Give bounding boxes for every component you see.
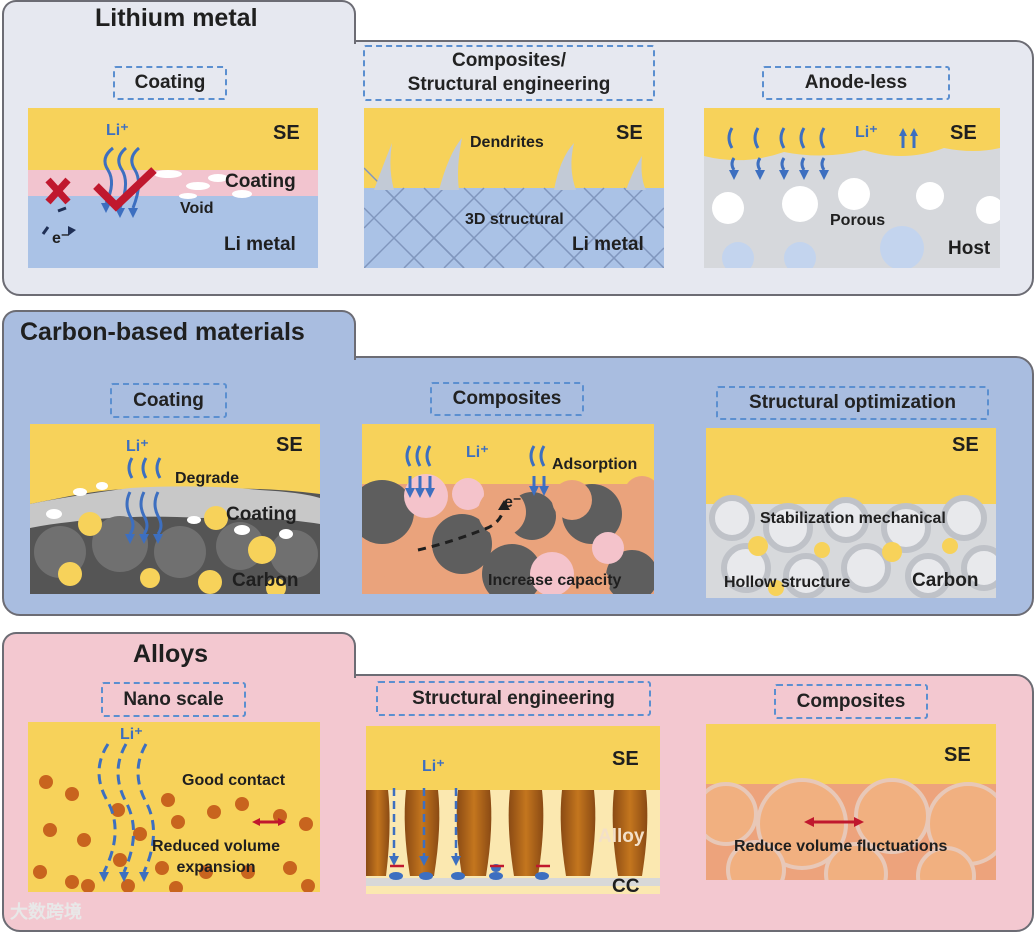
carbon-label: Carbon [912, 570, 979, 591]
li-metal-label: Li metal [572, 234, 644, 255]
se-label: SE [616, 122, 643, 144]
carbon-composite-panel: Li⁺ Adsorption e⁻ Increase capacity [362, 424, 654, 594]
section-title: Alloys [133, 640, 209, 668]
se-label: SE [612, 748, 639, 770]
section-carbon-tab [2, 310, 356, 360]
section-title: Carbon-based materials [20, 318, 305, 346]
panel-label: Nano scale [101, 682, 246, 717]
reduced-label: Reduced volume expansion [152, 838, 281, 876]
panel-label: Composites [430, 382, 584, 416]
se-label: SE [276, 434, 303, 456]
li-coating-panel: Li⁺ SE Coating Void e⁻ Li metal [28, 108, 318, 268]
coating-label: Coating [225, 171, 296, 192]
li-metal-label: Li metal [224, 234, 296, 255]
alloy-composite-panel: SE Reduce volume fluctuations [706, 724, 996, 880]
section-lithium-tab [2, 0, 356, 44]
alloy-label: Alloy [598, 826, 645, 847]
stabilization-label: Stabilization mechanical [760, 510, 946, 527]
alloy-nano-panel: Li⁺ Good contact Reduced volume expansio… [28, 722, 320, 892]
li-ion-label: Li⁺ [855, 124, 878, 141]
se-label: SE [952, 434, 979, 456]
se-label: SE [950, 122, 977, 144]
porous-label: Porous [830, 212, 886, 229]
carbon-label: Carbon [232, 570, 299, 591]
contact-label: Good contact [182, 772, 286, 789]
electron-label: e⁻ [52, 230, 70, 247]
panel-label: Structural optimization [716, 386, 989, 420]
panel-label: Coating [113, 66, 227, 100]
panel-label: Anode-less [762, 66, 950, 100]
coating-label: Coating [226, 504, 297, 525]
capacity-label: Increase capacity [488, 572, 622, 589]
li-ion-label: Li⁺ [422, 758, 445, 775]
host-label: Host [948, 238, 991, 259]
void-label: Void [180, 200, 214, 217]
panel-label: Coating [110, 383, 227, 418]
watermark: 大数跨境 [10, 902, 82, 922]
panel-label: Structural engineering [376, 681, 651, 716]
li-composite-panel: Dendrites SE 3D structural Li metal [364, 108, 664, 268]
hollow-label: Hollow structure [724, 574, 851, 591]
carbon-structural-panel: SE Stabilization mechanical Hollow struc… [706, 428, 996, 598]
adsorption-label: Adsorption [552, 456, 638, 473]
fluct-label: Reduce volume fluctuations [734, 838, 948, 855]
alloy-structural-panel: Li⁺ SE Alloy CC [366, 726, 660, 894]
se-label: SE [944, 744, 971, 766]
anode-less-panel: Li⁺ SE Porous Host [704, 108, 1000, 268]
li-ion-label: Li⁺ [466, 444, 489, 461]
se-label: SE [273, 122, 300, 144]
structural-label: 3D structural [465, 211, 564, 228]
degrade-label: Degrade [175, 470, 240, 487]
cc-label: CC [612, 876, 640, 894]
section-title: Lithium metal [95, 4, 258, 32]
panel-label: Composites [774, 684, 928, 719]
electron-label: e⁻ [504, 494, 522, 511]
dendrites-label: Dendrites [470, 134, 544, 151]
li-ion-label: Li⁺ [126, 438, 149, 455]
li-ion-label: Li⁺ [106, 122, 129, 139]
panel-label: Composites/ Structural engineering [363, 45, 655, 101]
li-ion-label: Li⁺ [120, 726, 143, 743]
carbon-coating-panel: Li⁺ SE Degrade Coating Carbon [30, 424, 320, 594]
section-alloys-tab [2, 632, 356, 678]
